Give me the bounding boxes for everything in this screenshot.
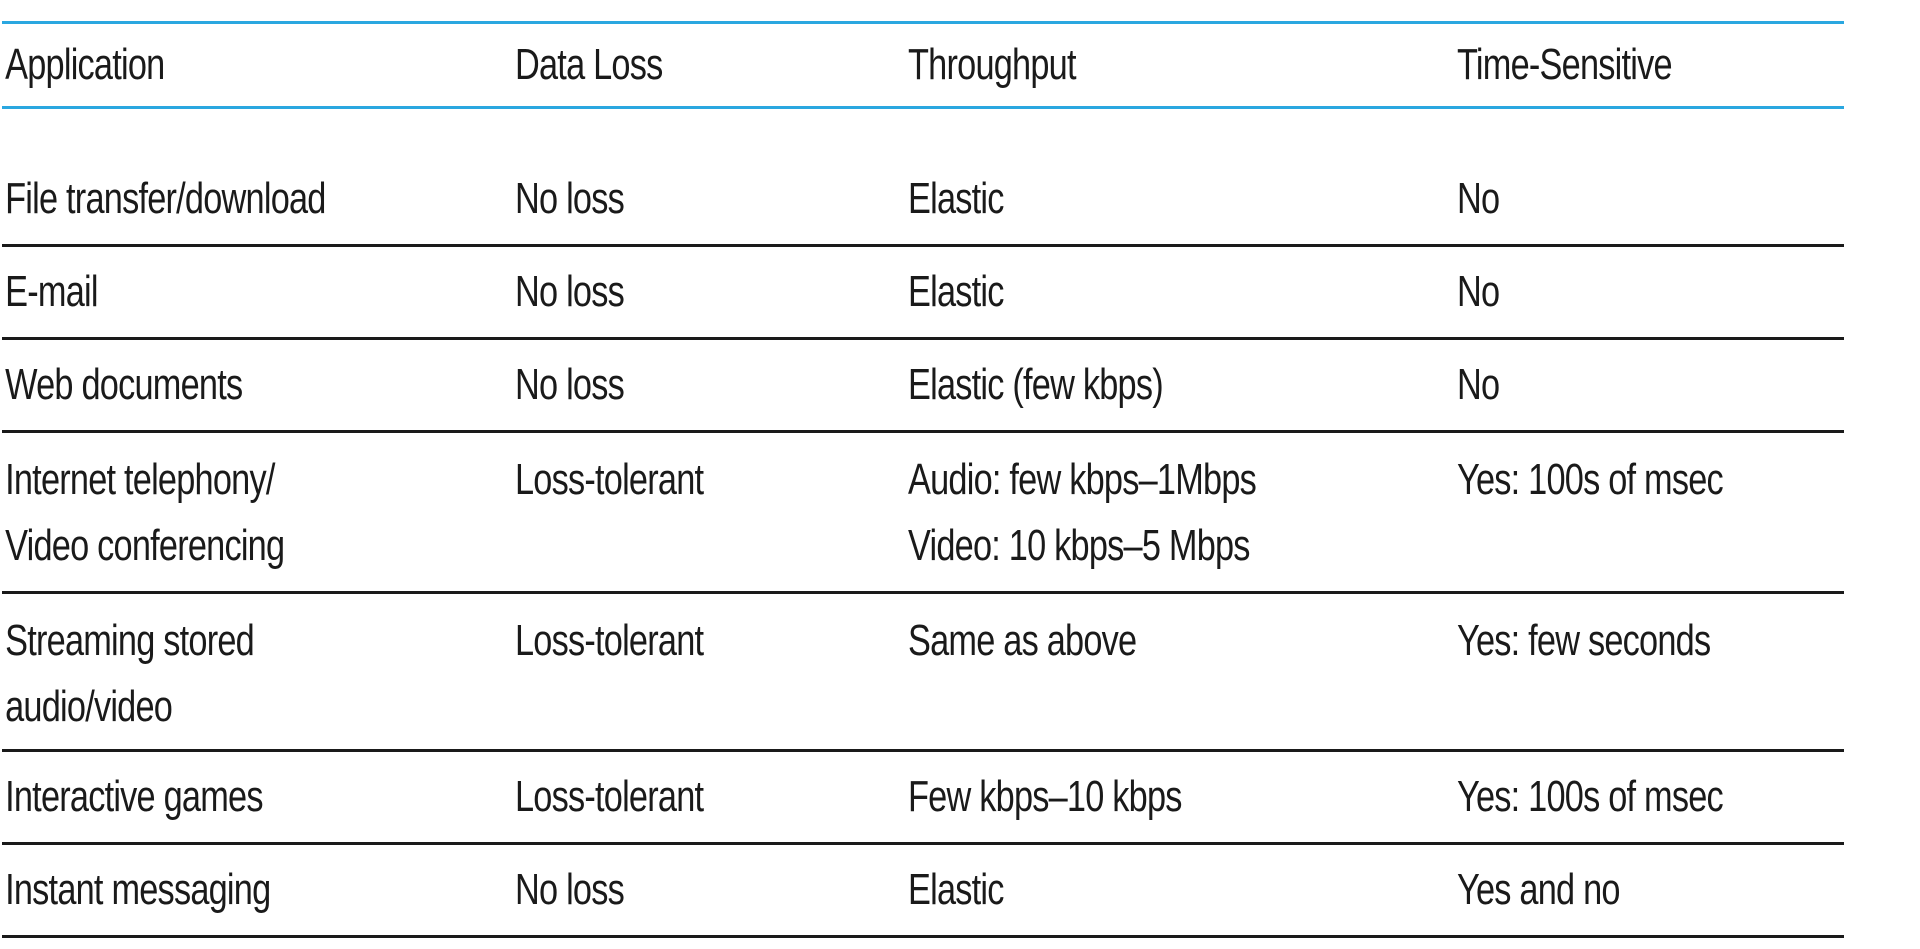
cell-application: Streaming stored audio/video [2, 594, 402, 740]
cell-throughput: Audio: few kbps–1Mbps Video: 10 kbps–5 M… [908, 433, 1336, 579]
cell-throughput: Same as above [908, 594, 1336, 674]
cell-time-sensitive: No [1457, 267, 1500, 316]
cell-application-line: Streaming stored [5, 616, 255, 665]
cell-time-sensitive: Yes: 100s of msec [1457, 772, 1724, 821]
cell-data-loss-line: Loss-tolerant [515, 616, 704, 665]
table-header-row: Application Data Loss Throughput Time-Se… [2, 21, 1844, 109]
cell-time-sensitive: No [1457, 360, 1500, 409]
header-spacer [2, 109, 1844, 154]
cell-data-loss: No loss [515, 360, 625, 409]
cell-throughput: Elastic [908, 267, 1004, 316]
cell-application-line: Internet telephony/ [5, 455, 275, 504]
table-row: Instant messaging No loss Elastic Yes an… [2, 845, 1844, 938]
header-data-loss: Data Loss [515, 40, 663, 89]
cell-throughput: Elastic (few kbps) [908, 360, 1164, 409]
cell-data-loss: Loss-tolerant [515, 594, 822, 674]
cell-time-sensitive: No [1457, 174, 1500, 223]
cell-throughput-line: Video: 10 kbps–5 Mbps [908, 521, 1250, 570]
cell-data-loss-line: Loss-tolerant [515, 455, 704, 504]
cell-time-sensitive: Yes: 100s of msec [1457, 433, 1759, 513]
cell-application-line: Video conferencing [5, 521, 285, 570]
cell-application: E-mail [5, 267, 98, 316]
cell-throughput-line: Audio: few kbps–1Mbps [908, 455, 1257, 504]
table-row: File transfer/download No loss Elastic N… [2, 154, 1844, 247]
cell-throughput: Elastic [908, 865, 1004, 914]
table-row: Interactive games Loss-tolerant Few kbps… [2, 752, 1844, 845]
cell-data-loss: No loss [515, 267, 625, 316]
cell-throughput-line: Same as above [908, 616, 1137, 665]
header-time-sensitive: Time-Sensitive [1457, 40, 1673, 89]
table-row: Internet telephony/ Video conferencing L… [2, 433, 1844, 594]
table-row: Streaming stored audio/video Loss-tolera… [2, 594, 1844, 752]
table-row: Web documents No loss Elastic (few kbps)… [2, 340, 1844, 433]
cell-time-sensitive-line: Yes: 100s of msec [1457, 455, 1724, 504]
table-row: E-mail No loss Elastic No [2, 247, 1844, 340]
cell-application: Web documents [5, 360, 243, 409]
cell-data-loss: No loss [515, 174, 625, 223]
cell-throughput: Elastic [908, 174, 1004, 223]
cell-application: Instant messaging [5, 865, 271, 914]
cell-application: File transfer/download [5, 174, 326, 223]
header-throughput: Throughput [908, 40, 1077, 89]
cell-time-sensitive: Yes: few seconds [1457, 594, 1759, 674]
cell-time-sensitive: Yes and no [1457, 865, 1620, 914]
cell-application: Interactive games [5, 772, 263, 821]
application-requirements-table: Application Data Loss Throughput Time-Se… [2, 21, 1844, 938]
cell-application: Internet telephony/ Video conferencing [2, 433, 402, 579]
cell-data-loss: Loss-tolerant [515, 433, 822, 513]
cell-application-line: audio/video [5, 682, 173, 731]
cell-data-loss: Loss-tolerant [515, 772, 704, 821]
cell-time-sensitive-line: Yes: few seconds [1457, 616, 1711, 665]
header-application: Application [5, 40, 165, 89]
cell-data-loss: No loss [515, 865, 625, 914]
cell-throughput: Few kbps–10 kbps [908, 772, 1182, 821]
